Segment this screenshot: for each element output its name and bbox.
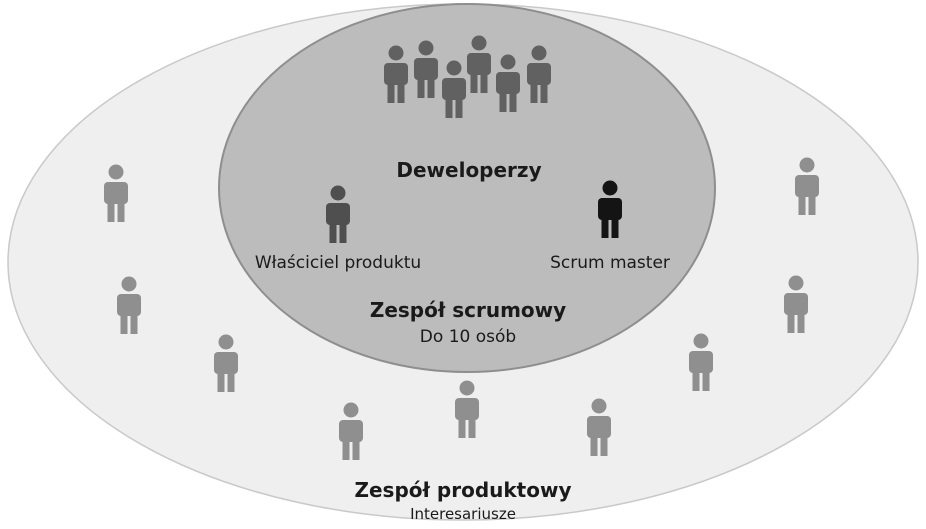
stakeholder-person-icon: [117, 276, 141, 334]
scrum-master-label: Scrum master: [550, 253, 670, 273]
product-owner-label: Właściciel produktu: [254, 253, 422, 273]
developer-person-icon: [384, 45, 408, 103]
developers-label: Deweloperzy: [396, 158, 542, 182]
stakeholders-label: Interesariusze: [410, 505, 516, 523]
developer-person-icon: [527, 45, 551, 103]
scrum-master-person-icon: [598, 180, 622, 238]
stakeholder-person-icon: [689, 333, 713, 391]
developer-person-icon: [442, 60, 466, 118]
scrum-team-size-label: Do 10 osób: [419, 327, 517, 347]
product-team-label: Zespół produktowy: [354, 478, 572, 502]
developer-person-icon: [414, 40, 438, 98]
stakeholder-person-icon: [214, 334, 238, 392]
stakeholder-person-icon: [104, 164, 128, 222]
product-owner-person-icon: [326, 185, 350, 243]
people-group: [104, 35, 819, 460]
stakeholder-person-icon: [339, 402, 363, 460]
stakeholder-person-icon: [795, 157, 819, 215]
stakeholder-person-icon: [455, 380, 479, 438]
stakeholder-person-icon: [784, 275, 808, 333]
scrum-team-ellipse: [218, 3, 716, 373]
stakeholder-person-icon: [587, 398, 611, 456]
scrum-team-label: Zespół scrumowy: [369, 298, 567, 322]
developer-person-icon: [496, 54, 520, 112]
developer-person-icon: [467, 35, 491, 93]
